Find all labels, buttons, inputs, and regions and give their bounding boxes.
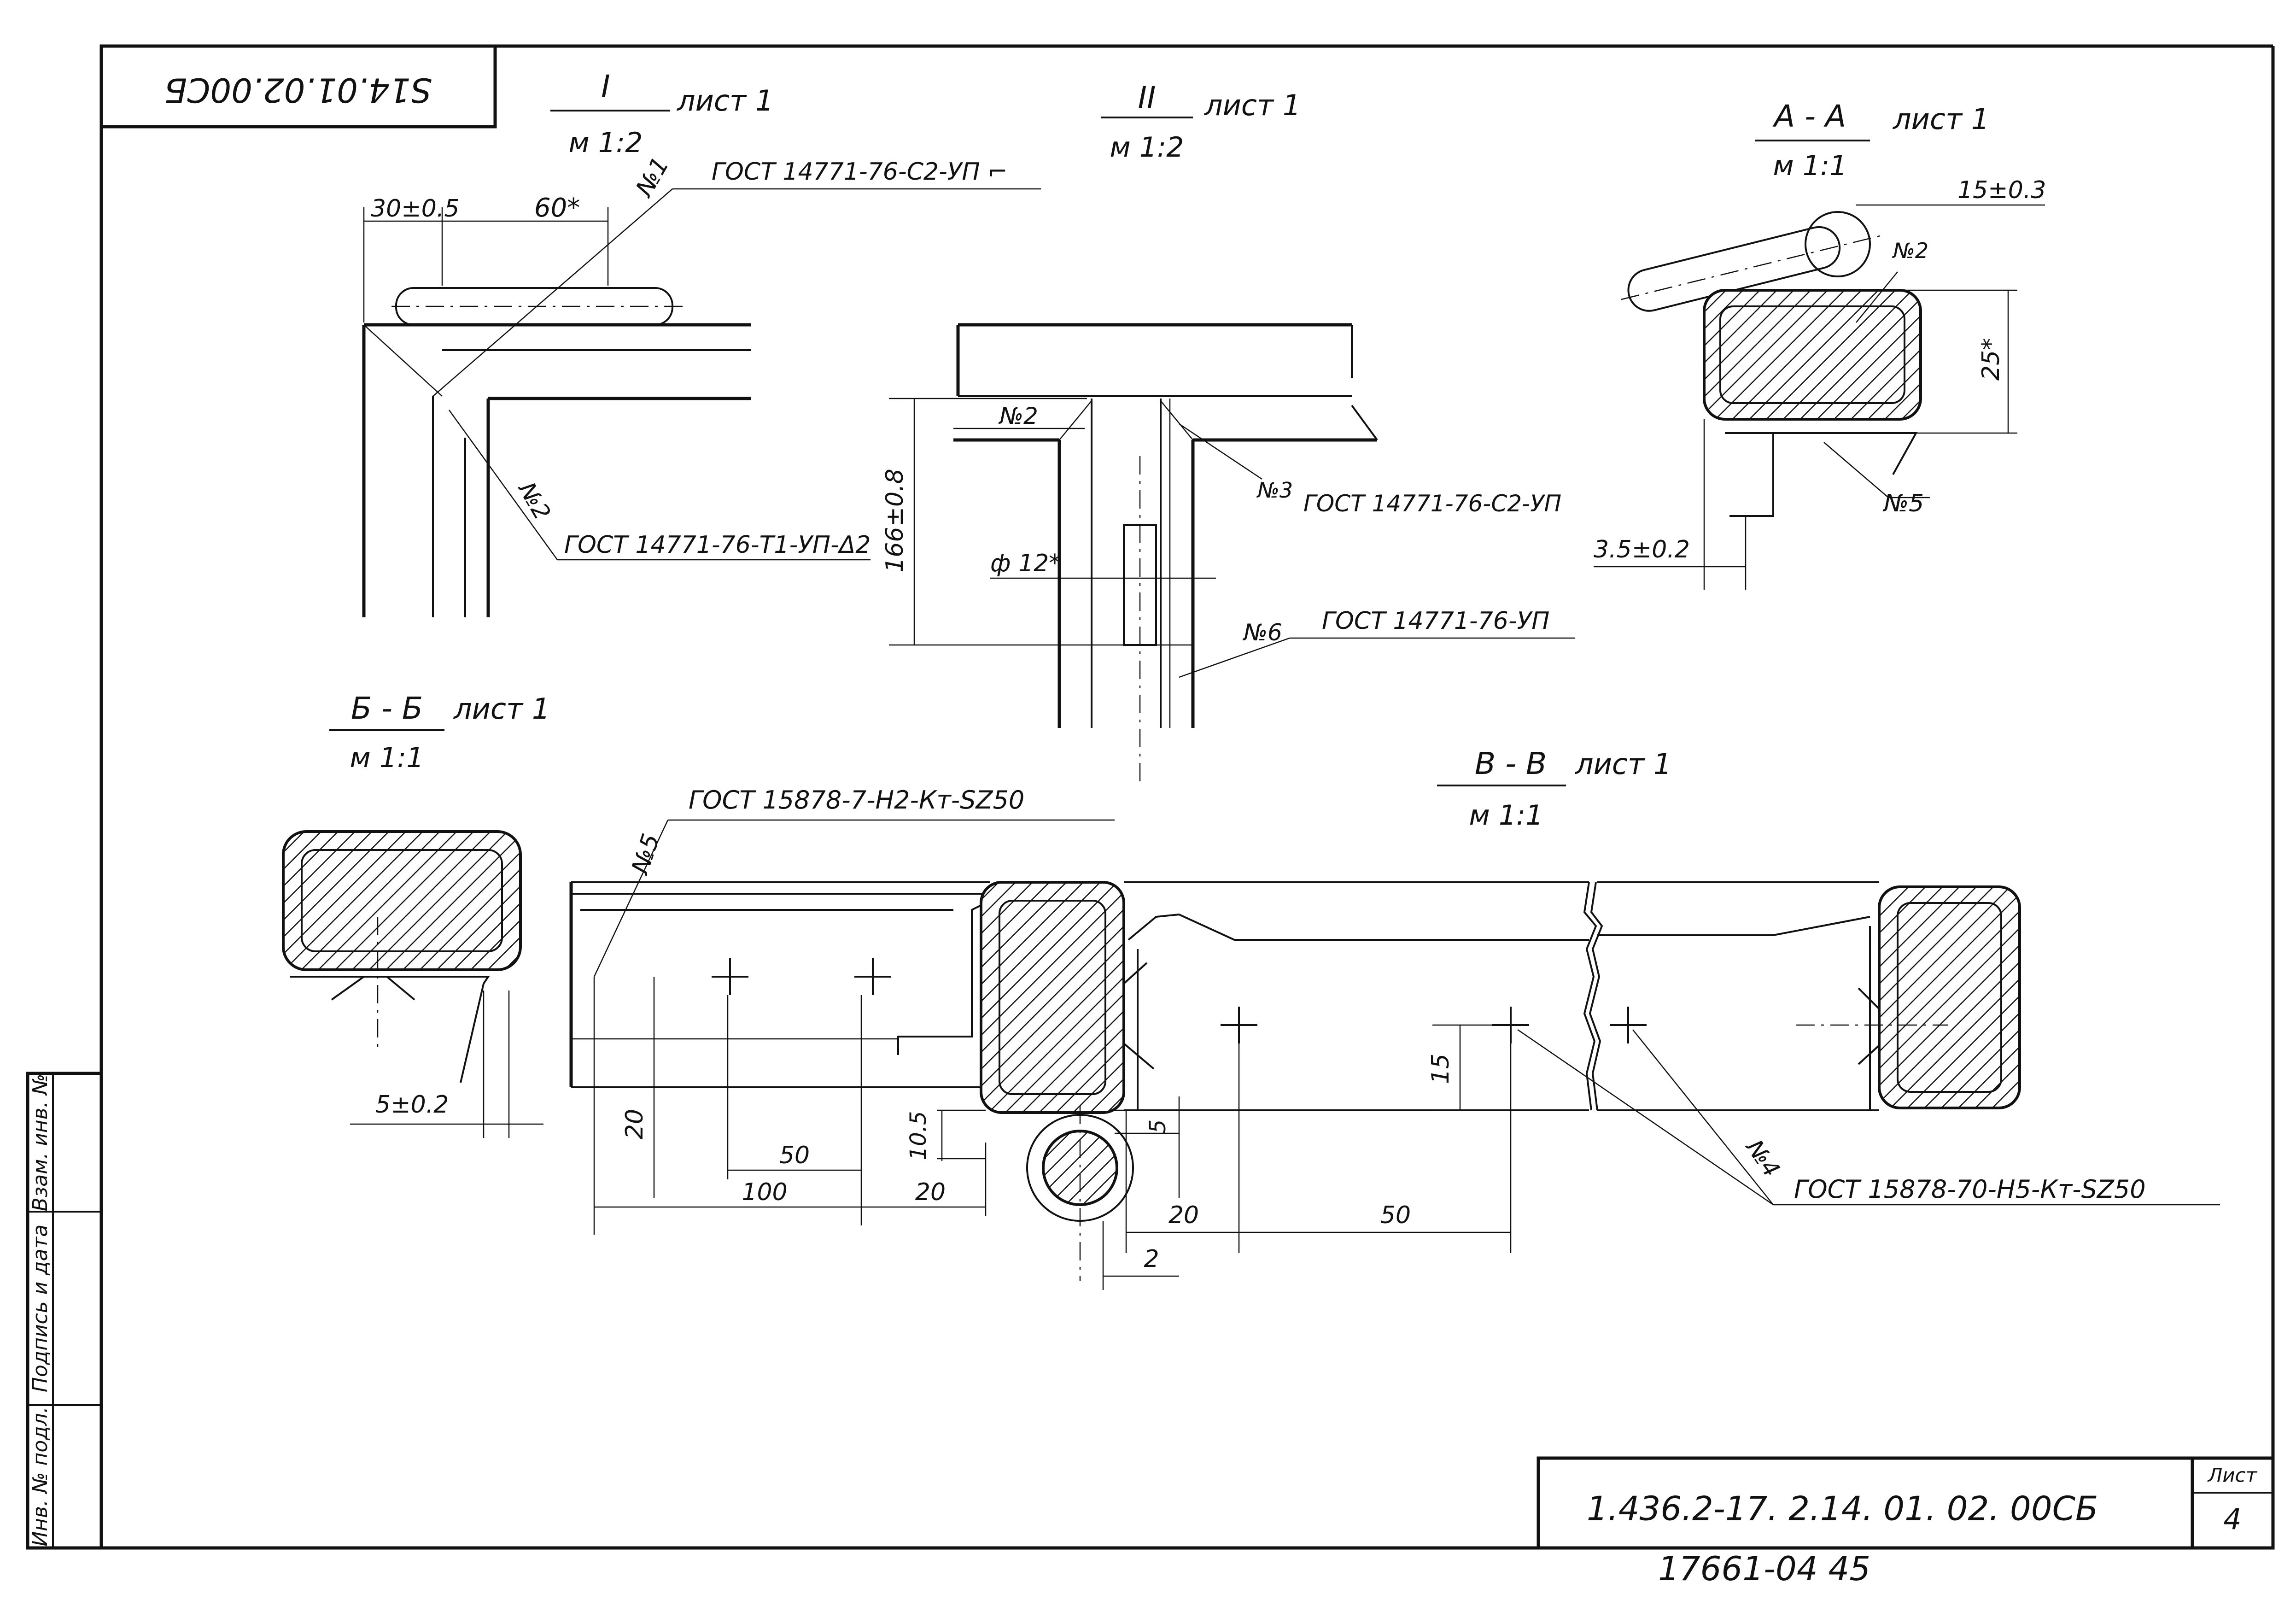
section-bb-sheet-ref: лист 1 — [453, 692, 550, 726]
section-aa-title: А - А — [1772, 99, 1846, 134]
section-aa-drawing — [1594, 204, 2045, 590]
archive-number: 17661-04 45 — [1658, 1549, 1870, 1588]
view-1-scale: м 1:2 — [569, 127, 643, 159]
view-2-dim-d: ф 12* — [990, 550, 1061, 577]
section-vv-dim-20b: 20 — [915, 1178, 946, 1206]
view-1-weld-top: ГОСТ 14771-76-С2-УП ⌐ — [712, 158, 1008, 186]
stamp-cell-inv: Инв. № подл. — [29, 1407, 52, 1547]
section-vv-dim-20a: 20 — [621, 1109, 648, 1139]
section-bb-scale: м 1:1 — [350, 742, 424, 774]
stamp-cell-sign: Подпись и дата — [29, 1225, 52, 1392]
view-2-weld-up: ГОСТ 14771-76-УП — [1322, 607, 1549, 635]
view-2-part-6: №6 — [1242, 619, 1282, 646]
view-1-sheet-ref: лист 1 — [677, 84, 773, 117]
section-vv-dim-50b: 50 — [1380, 1201, 1411, 1229]
section-vv-part-4: №4 — [1740, 1134, 1785, 1182]
section-vv-scale: м 1:1 — [1469, 799, 1543, 832]
sheet-label: Лист — [2207, 1464, 2258, 1487]
view-1-dim-a: 30±0.5 — [371, 195, 459, 223]
view-2-title: II — [1138, 80, 1156, 116]
view-1-heading: I лист 1 м 1:2 — [550, 69, 773, 159]
section-bb-heading: Б - Б лист 1 м 1:1 — [329, 691, 550, 774]
section-aa-sheet-ref: лист 1 — [1893, 102, 1989, 136]
section-aa-scale: м 1:1 — [1773, 150, 1847, 182]
stamp-cell-replace: Взам. инв. № — [29, 1074, 52, 1212]
corner-number: S14.01.02.00СБ — [164, 70, 432, 109]
view-1-drawing — [362, 188, 1041, 617]
section-vv-dim-20c: 20 — [1168, 1201, 1199, 1229]
view-2-weld-c2: ГОСТ 14771-76-С2-УП — [1303, 490, 1561, 517]
section-bb-title: Б - Б — [351, 691, 423, 726]
section-aa-dim-w: 15±0.3 — [1957, 176, 2046, 204]
view-2-heading: II лист 1 м 1:2 — [1101, 80, 1301, 164]
section-bb-dim: 5±0.2 — [375, 1091, 449, 1119]
view-2-part-3: №3 — [1256, 478, 1293, 503]
view-1-title: I — [601, 69, 610, 104]
sheet-frame — [99, 44, 2275, 1550]
stamp-strip: Инв. № подл. Подпись и дата Взам. инв. № — [26, 1072, 103, 1550]
sheet-number: 4 — [2223, 1502, 2241, 1536]
section-vv-dim-2: 2 — [1144, 1245, 1159, 1273]
section-vv-dim-5: 5 — [1145, 1119, 1171, 1134]
title-block: 1.436.2-17. 2.14. 01. 02. 00СБ Лист 4 — [1537, 1456, 2275, 1550]
view-1-part-1: №1 — [630, 152, 675, 202]
section-vv-gost-bottom: ГОСТ 15878-70-Н5-Кт-SZ50 — [1794, 1175, 2146, 1204]
section-vv-heading: В - В лист 1 м 1:1 — [1437, 746, 1671, 832]
section-aa-heading: А - А лист 1 м 1:1 — [1755, 99, 1989, 182]
section-aa-part-2: №2 — [1892, 238, 1928, 263]
view-1-weld-bottom: ГОСТ 14771-76-Т1-УП-Δ2 — [564, 531, 870, 559]
section-vv-sheet-ref: лист 1 — [1575, 747, 1671, 781]
view-2-sheet-ref: лист 1 — [1204, 88, 1301, 122]
section-aa-dim-h: 25* — [1977, 338, 2005, 381]
section-aa-part-5: №5 — [1882, 490, 1924, 517]
view-1-dim-b: 60* — [534, 193, 580, 223]
view-2-scale: м 1:2 — [1110, 131, 1184, 164]
section-vv-dim-105: 10.5 — [906, 1111, 931, 1160]
section-vv-gost-top: ГОСТ 15878-7-Н2-Кт-SZ50 — [689, 785, 1024, 815]
section-vv-drawing — [569, 819, 2220, 1290]
section-vv-dim-100: 100 — [742, 1178, 787, 1206]
section-vv-dim-50a: 50 — [779, 1142, 810, 1169]
view-2-dim-h: 166±0.8 — [881, 469, 909, 573]
document-code: 1.436.2-17. 2.14. 01. 02. 00СБ — [1587, 1489, 2098, 1528]
view-2-part-2: №2 — [998, 403, 1038, 429]
view-2-drawing — [889, 323, 1575, 783]
section-bb-drawing — [282, 830, 543, 1138]
corner-number-box: S14.01.02.00СБ — [99, 44, 497, 129]
section-vv-title: В - В — [1475, 746, 1547, 781]
section-aa-dim-s: 3.5±0.2 — [1594, 536, 1690, 563]
view-1-part-2: №2 — [513, 476, 556, 524]
section-vv-dim-15: 15 — [1427, 1054, 1455, 1084]
section-vv-part-5: №5 — [626, 831, 665, 879]
